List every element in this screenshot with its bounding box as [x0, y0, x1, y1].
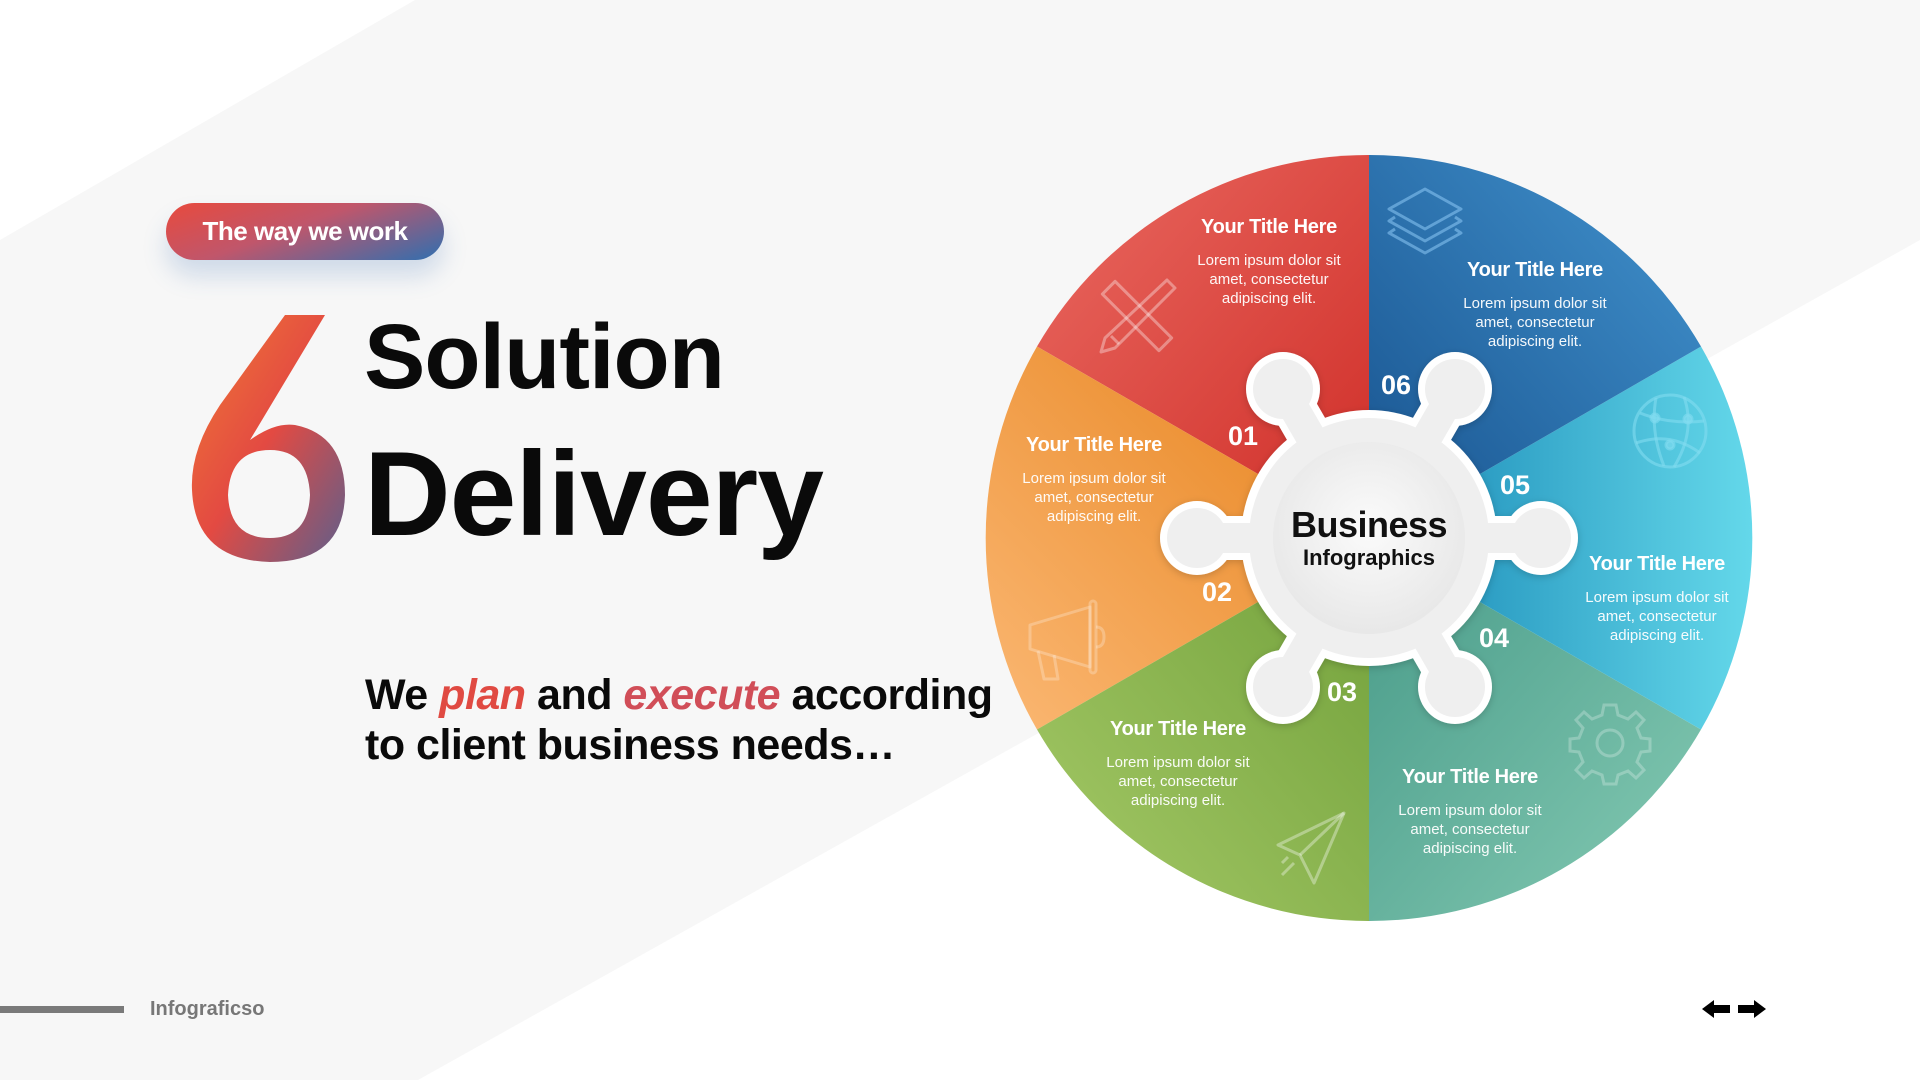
segment-05-number: 05	[1499, 470, 1531, 500]
hub-center-circle	[1273, 442, 1465, 634]
heading-line-1: Solution	[364, 306, 725, 408]
layers-icon	[1387, 187, 1463, 255]
tagline-part-2: and	[525, 671, 624, 719]
slide-navigation	[1702, 999, 1766, 1019]
arrow-right-icon[interactable]	[1736, 999, 1766, 1019]
segment-06-number: 06	[1380, 370, 1412, 400]
segment-03-number: 03	[1326, 677, 1358, 707]
segment-04-text: Your Title Here Lorem ipsum dolor sit am…	[1370, 766, 1570, 858]
gear-icon	[1568, 703, 1652, 786]
pencil-ruler-icon	[1099, 278, 1177, 354]
hub-subtitle: Infographics	[1302, 545, 1435, 570]
big-number-six	[191, 315, 345, 562]
segment-03-title: Your Title Here	[1110, 718, 1246, 740]
section-badge: The way we work	[166, 203, 444, 260]
segment-05-title: Your Title Here	[1589, 553, 1725, 575]
tagline-part-1: We	[365, 671, 440, 719]
segment-02-body: Lorem ipsum dolor sit amet, consectetur …	[1022, 470, 1166, 525]
segment-06-title: Your Title Here	[1467, 259, 1603, 281]
hub-label: Business Infographics	[1269, 505, 1469, 571]
footer-accent-bar	[0, 1006, 124, 1013]
segment-01-body: Lorem ipsum dolor sit amet, consectetur …	[1197, 252, 1341, 307]
arrow-left-icon[interactable]	[1702, 999, 1732, 1019]
megaphone-icon	[1028, 599, 1106, 681]
segment-02-text: Your Title Here Lorem ipsum dolor sit am…	[994, 434, 1194, 526]
tagline-highlight-plan: plan	[439, 671, 526, 719]
tagline-highlight-execute: execute	[623, 671, 781, 719]
segment-05-text: Your Title Here Lorem ipsum dolor sit am…	[1557, 553, 1757, 645]
globe-network-icon	[1632, 393, 1708, 469]
segment-01-text: Your Title Here Lorem ipsum dolor sit am…	[1169, 216, 1369, 308]
segment-02-title: Your Title Here	[1026, 434, 1162, 456]
segment-05-body: Lorem ipsum dolor sit amet, consectetur …	[1585, 589, 1729, 644]
segment-01-title: Your Title Here	[1201, 216, 1337, 238]
segment-04-body: Lorem ipsum dolor sit amet, consectetur …	[1398, 802, 1542, 857]
segment-03-text: Your Title Here Lorem ipsum dolor sit am…	[1078, 718, 1278, 810]
hub-title: Business	[1290, 504, 1448, 545]
heading-line-2: Delivery	[364, 427, 824, 561]
segment-06-text: Your Title Here Lorem ipsum dolor sit am…	[1435, 259, 1635, 351]
segment-04-number: 04	[1478, 623, 1510, 653]
segment-06-body: Lorem ipsum dolor sit amet, consectetur …	[1463, 295, 1607, 350]
tagline: We plan and execute according to client …	[365, 670, 1005, 770]
segment-01-number: 01	[1227, 421, 1259, 451]
tagline-part-3: according to client business needs…	[365, 671, 993, 769]
segment-03-body: Lorem ipsum dolor sit amet, consectetur …	[1106, 754, 1250, 809]
footer-brand: Infograficso	[150, 998, 265, 1020]
segment-02-number: 02	[1201, 577, 1233, 607]
segment-04-title: Your Title Here	[1402, 766, 1538, 788]
paper-plane-icon	[1276, 811, 1346, 885]
section-badge-label: The way we work	[202, 216, 408, 246]
